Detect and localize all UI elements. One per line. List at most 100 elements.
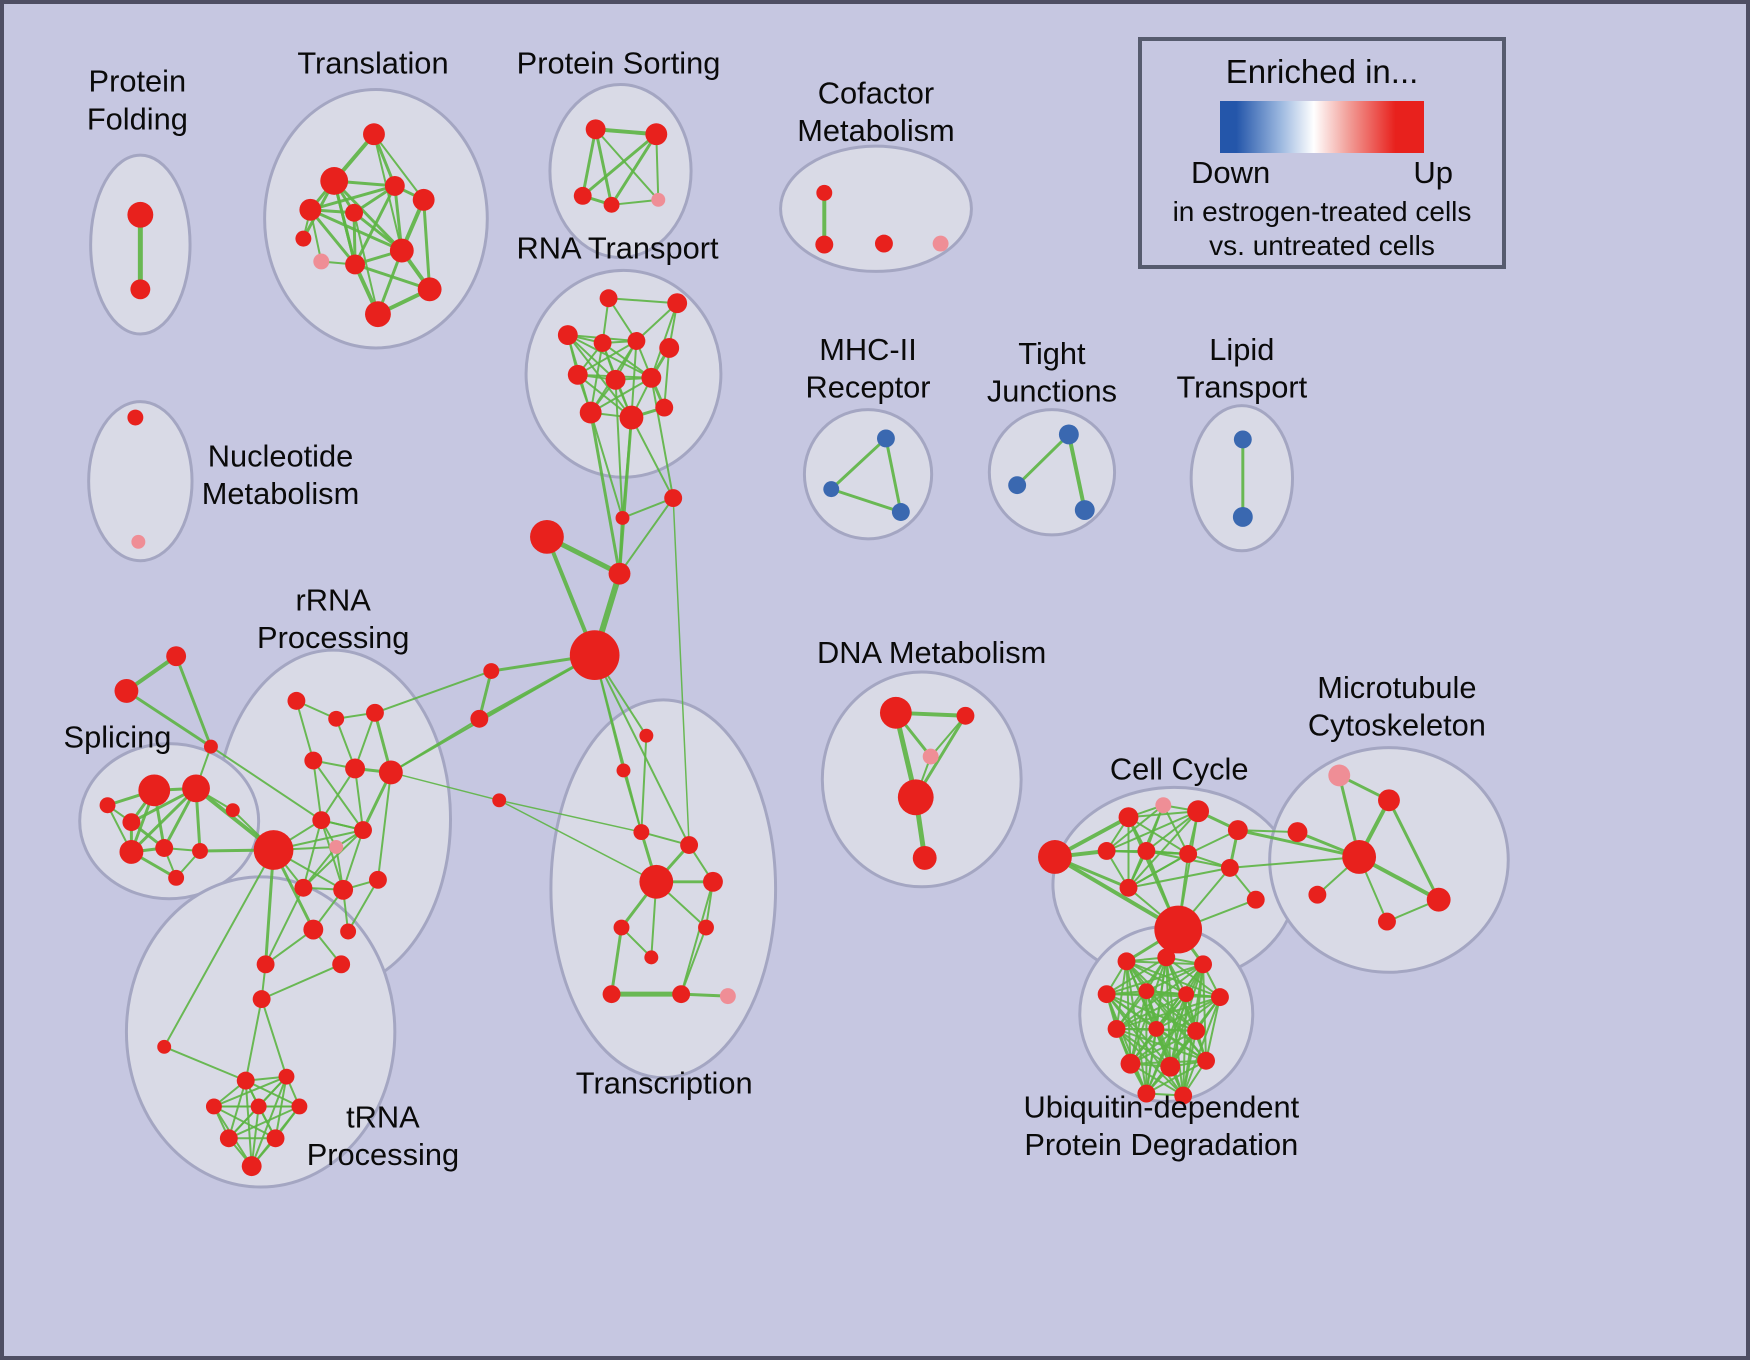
edge-g3-g6 bbox=[1105, 804, 1165, 852]
edge-b7-b9 bbox=[1155, 996, 1221, 1030]
edge-j1-j3 bbox=[1066, 432, 1087, 512]
edge-b3-b13 bbox=[1202, 963, 1208, 1062]
edge-q8-q12 bbox=[320, 819, 345, 891]
node-k6 bbox=[1308, 885, 1327, 904]
edge-r10-h3 bbox=[589, 411, 624, 519]
node-c3 bbox=[875, 234, 893, 253]
node-d2 bbox=[956, 706, 975, 725]
node-t8 bbox=[345, 254, 366, 275]
node-j1 bbox=[1058, 424, 1079, 445]
edge-v1-v2 bbox=[622, 769, 643, 834]
legend-title: Enriched in... bbox=[1225, 53, 1419, 90]
edge-b3-b4 bbox=[1105, 963, 1205, 996]
edge-u2-u6 bbox=[244, 1079, 301, 1108]
node-m1 bbox=[876, 429, 895, 448]
edge-q11-q16 bbox=[264, 886, 305, 966]
node-h5 bbox=[569, 630, 620, 680]
node-q14 bbox=[303, 919, 324, 940]
node-c2 bbox=[815, 235, 834, 254]
node-nc bbox=[492, 793, 507, 808]
node-b1 bbox=[1117, 952, 1136, 971]
edge-r9-r10 bbox=[589, 376, 653, 414]
node-q2 bbox=[328, 710, 345, 727]
edge-k2-k5 bbox=[1387, 798, 1441, 902]
edge-v6-v8 bbox=[610, 926, 623, 996]
node-na bbox=[483, 663, 500, 680]
node-s6 bbox=[192, 843, 208, 859]
node-v10 bbox=[719, 988, 736, 1005]
edge-q10-q11 bbox=[302, 829, 365, 889]
node-v2 bbox=[633, 824, 650, 841]
node-q10 bbox=[354, 821, 372, 840]
node-n1 bbox=[127, 409, 144, 426]
node-d4 bbox=[897, 779, 934, 816]
node-n2 bbox=[131, 534, 146, 549]
cluster-label-rna-transport: RNA Transport bbox=[517, 230, 719, 265]
node-d3 bbox=[922, 748, 939, 765]
edge-g4-g10 bbox=[1127, 810, 1200, 889]
node-t11 bbox=[365, 301, 391, 328]
edge-x1-x3 bbox=[174, 654, 213, 749]
edge-nc-v4 bbox=[498, 799, 658, 883]
node-v0 bbox=[639, 728, 654, 743]
node-v7 bbox=[698, 919, 714, 936]
legend-endpoint-labels: Down Up bbox=[1191, 155, 1453, 191]
node-d5 bbox=[912, 846, 937, 870]
edge-g9-k4 bbox=[1228, 855, 1361, 869]
edge-b5-b11 bbox=[1129, 990, 1148, 1065]
node-r3 bbox=[557, 325, 578, 345]
node-t4 bbox=[345, 203, 364, 222]
node-u1 bbox=[157, 1039, 172, 1054]
node-b11 bbox=[1120, 1053, 1141, 1074]
edge-t3-t8 bbox=[308, 208, 357, 266]
edge-u0-u2 bbox=[244, 998, 263, 1082]
edge-x3-q8 bbox=[209, 745, 323, 822]
edge-m1-m2 bbox=[829, 436, 888, 491]
node-t1 bbox=[363, 123, 385, 146]
edge-r6-r12 bbox=[663, 346, 671, 409]
node-b7 bbox=[1211, 988, 1229, 1007]
edge-g2-g4 bbox=[1127, 810, 1200, 819]
node-v4 bbox=[639, 864, 674, 899]
edge-t1-t6 bbox=[372, 133, 425, 201]
node-g5 bbox=[1227, 820, 1248, 841]
node-g12 bbox=[1246, 890, 1265, 909]
node-u9 bbox=[241, 1156, 262, 1177]
node-u0 bbox=[252, 990, 271, 1009]
edge-g5-k4 bbox=[1236, 828, 1361, 859]
node-k5 bbox=[1426, 887, 1451, 912]
node-v6 bbox=[613, 919, 630, 936]
node-u8 bbox=[266, 1129, 285, 1148]
edge-u6-u7 bbox=[227, 1105, 301, 1140]
node-t6 bbox=[412, 188, 435, 211]
node-q7 bbox=[253, 830, 294, 870]
node-x2 bbox=[114, 679, 139, 703]
legend-up-label: Up bbox=[1413, 155, 1453, 190]
node-s3 bbox=[122, 813, 141, 832]
edge-u5-u9 bbox=[250, 1105, 260, 1168]
edge-h2-h4 bbox=[618, 497, 675, 575]
edge-r5-r7 bbox=[576, 340, 638, 376]
node-g10 bbox=[1119, 878, 1138, 897]
node-q9 bbox=[329, 840, 344, 854]
edge-u3-u4 bbox=[212, 1075, 288, 1108]
legend: Enriched in... Down Up in estrogen-treat… bbox=[1138, 37, 1506, 269]
node-g4 bbox=[1187, 800, 1210, 823]
edge-q6-q13 bbox=[376, 771, 392, 881]
node-v1 bbox=[616, 763, 631, 778]
node-b12 bbox=[1160, 1056, 1181, 1077]
node-u7 bbox=[219, 1129, 238, 1148]
node-s5 bbox=[119, 840, 144, 864]
node-p2 bbox=[645, 123, 668, 146]
node-g3 bbox=[1155, 797, 1172, 814]
cluster-label-splicing: Splicing bbox=[64, 720, 172, 755]
node-k4 bbox=[1342, 840, 1377, 874]
node-g1 bbox=[1038, 840, 1072, 874]
node-q15 bbox=[340, 923, 357, 940]
node-t5 bbox=[384, 175, 405, 196]
node-q13 bbox=[368, 870, 387, 889]
